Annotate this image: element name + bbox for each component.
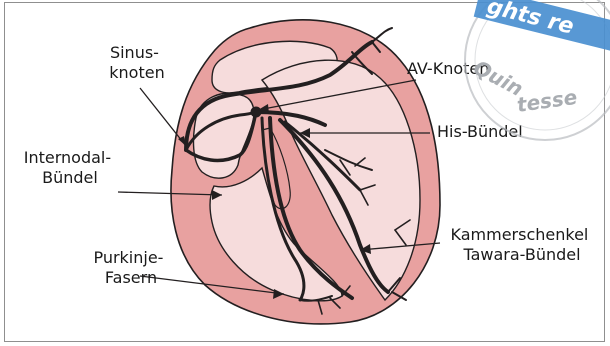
label-purkinje-line2: Fasern (105, 268, 157, 287)
watermark-ring-text-2: tesse (515, 85, 578, 117)
label-kammerschenkel: Kammerschenkel Tawara-Bündel (451, 225, 594, 264)
watermark-banner-text: ghts re (484, 0, 576, 40)
label-purkinje: Purkinje- Fasern (93, 248, 168, 287)
label-internodal-line2: Bündel (42, 168, 98, 187)
label-kammerschenkel-line1: Kammerschenkel (451, 225, 589, 244)
watermark-stamp: ghts re Quin tesse (465, 0, 610, 140)
label-purkinje-line1: Purkinje- (93, 248, 163, 267)
label-internodal-line1: Internodal- (24, 148, 111, 167)
label-sinusknoten-line2: knoten (109, 63, 164, 82)
label-kammerschenkel-line2: Tawara-Bündel (462, 245, 580, 264)
label-internodal: Internodal- Bündel (24, 148, 116, 187)
label-sinusknoten: Sinus- knoten (109, 43, 164, 82)
label-sinusknoten-line1: Sinus- (110, 43, 159, 62)
